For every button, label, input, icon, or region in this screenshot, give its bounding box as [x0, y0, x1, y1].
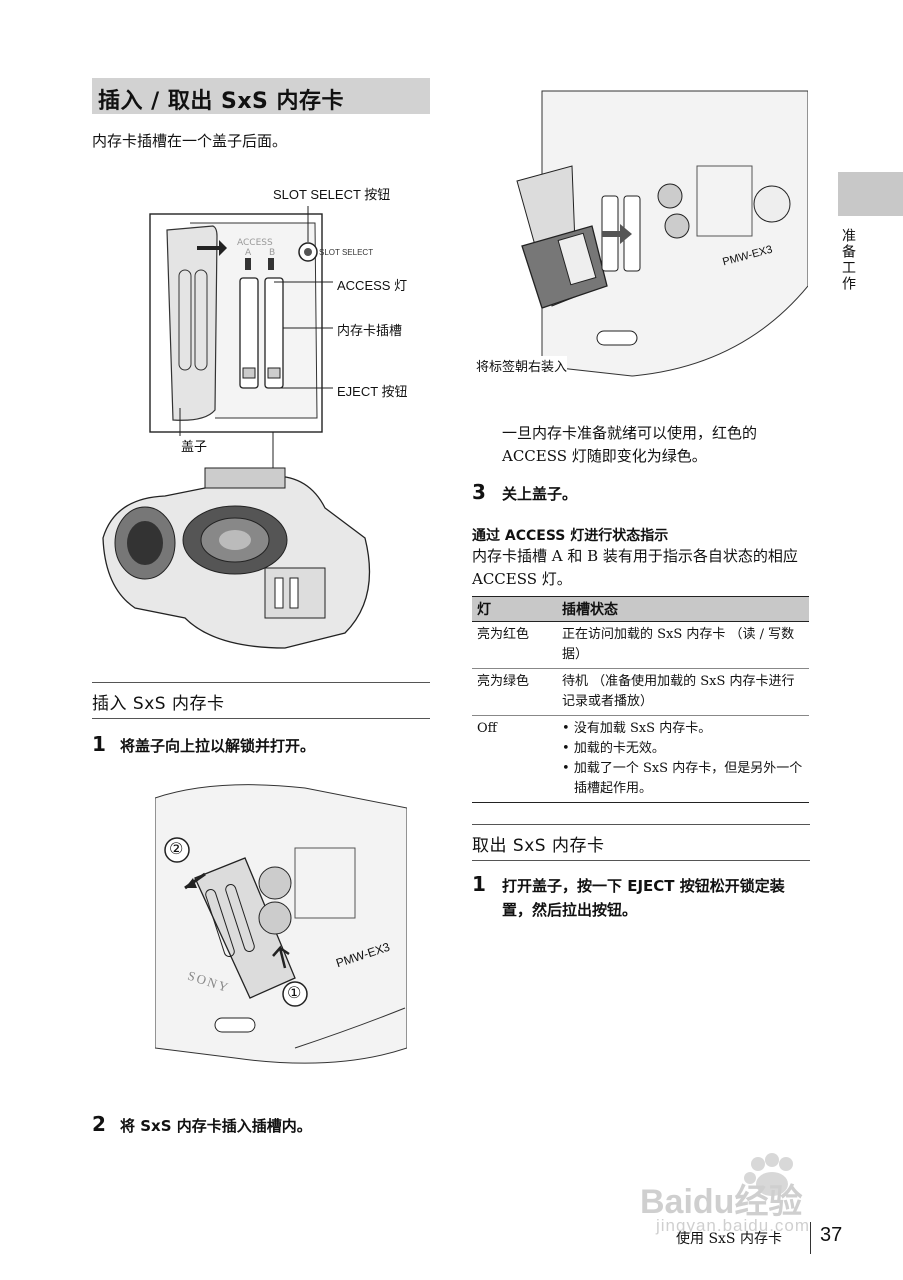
table-row: 亮为红色 正在访问加载的 SxS 内存卡 （读 / 写数据） — [472, 621, 809, 669]
slot-select-callout: SLOT SELECT 按钮 — [273, 187, 391, 202]
step3-text: 关上盖子。 — [502, 485, 578, 503]
open-cover-figure: ② ① PMW-EX3 SONY — [154, 778, 408, 1072]
table-header-row: 灯 插槽状态 — [472, 596, 809, 622]
step3-number: 3 — [472, 480, 486, 504]
step1-number: 1 — [92, 732, 106, 756]
panel-slot-b-label: B — [269, 248, 276, 258]
intro-text: 内存卡插槽在一个盖子后面。 — [92, 132, 288, 150]
status-intro: 内存卡插槽 A 和 B 装有用于指示各自状态的相应 ACCESS 灯。 — [472, 547, 798, 588]
eject-step1-text: 打开盖子，按一下 EJECT 按钮松开锁定装置，然后拉出按钮。 — [502, 877, 785, 919]
eject-step1-number: 1 — [472, 872, 486, 896]
list-item: 加载的卡无效。 — [562, 739, 804, 759]
state-bullet-list: 没有加载 SxS 内存卡。 加载的卡无效。 加载了一个 SxS 内存卡，但是另外… — [562, 719, 804, 799]
table-row: 亮为绿色 待机 （准备使用加载的 SxS 内存卡进行记录或者播放） — [472, 668, 809, 716]
page-number: 37 — [820, 1224, 843, 1246]
step-marker-2: ② — [169, 839, 184, 858]
insert-card-heading: 插入 SxS 内存卡 — [92, 682, 430, 719]
table-cell-state: 待机 （准备使用加载的 SxS 内存卡进行记录或者播放） — [557, 668, 809, 716]
panel-slot-a-label: A — [245, 248, 252, 258]
card-slot-callout: 内存卡插槽 — [337, 323, 403, 338]
panel-access-label: ACCESS — [237, 238, 273, 248]
step-marker-1: ① — [287, 983, 302, 1002]
table-row: Off 没有加载 SxS 内存卡。 加载的卡无效。 加载了一个 SxS 内存卡，… — [472, 715, 809, 803]
eject-button-callout: EJECT 按钮 — [337, 384, 408, 399]
insert-card-figure: PMW-EX3 将标签朝右装入 — [472, 86, 809, 386]
list-item: 加载了一个 SxS 内存卡，但是另外一个插槽起作用。 — [562, 759, 804, 799]
list-item: 没有加载 SxS 内存卡。 — [562, 719, 804, 739]
cover-callout: 盖子 — [181, 439, 208, 454]
slot-diagram-illustration — [102, 206, 371, 649]
table-cell-light: Off — [472, 715, 557, 803]
watermark-brand: Baidu经验 — [640, 1183, 803, 1221]
step2-text: 将 SxS 内存卡插入插槽内。 — [120, 1117, 312, 1135]
footer-divider — [810, 1222, 811, 1254]
table-cell-light: 亮为绿色 — [472, 668, 557, 716]
watermark-url: jingyan.baidu.com — [656, 1216, 811, 1235]
baidu-watermark: Baidu经验 jingyan.baidu.com — [640, 1150, 870, 1240]
insert-card-illustration — [516, 90, 809, 377]
chapter-tab — [838, 172, 903, 216]
chapter-label: 准备工作 — [840, 228, 856, 292]
eject-card-heading: 取出 SxS 内存卡 — [472, 824, 810, 861]
table-cell-state: 没有加载 SxS 内存卡。 加载的卡无效。 加载了一个 SxS 内存卡，但是另外… — [557, 715, 809, 803]
panel-slot-select-label: SLOT SELECT — [319, 248, 374, 257]
col-light-header: 灯 — [472, 596, 557, 622]
slot-diagram-figure: ACCESS A B SLOT SELECT SLOT SELECT 按钮 AC… — [95, 178, 435, 658]
open-cover-illustration — [154, 784, 408, 1064]
status-table: 灯 插槽状态 亮为红色 正在访问加载的 SxS 内存卡 （读 / 写数据） 亮为… — [472, 596, 809, 803]
col-state-header: 插槽状态 — [557, 596, 809, 622]
section-title: 插入 / 取出 SxS 内存卡 — [92, 78, 430, 114]
ready-text: 一旦内存卡准备就绪可以使用，红色的 ACCESS 灯随即变化为绿色。 — [502, 424, 758, 465]
paw-logo-icon — [744, 1153, 793, 1196]
step1-text: 将盖子向上拉以解锁并打开。 — [120, 737, 316, 755]
insert-figure-caption: 将标签朝右装入 — [476, 356, 568, 375]
access-light-callout: ACCESS 灯 — [337, 278, 408, 293]
table-cell-light: 亮为红色 — [472, 621, 557, 669]
status-heading: 通过 ACCESS 灯进行状态指示 — [472, 528, 669, 544]
status-table-container: 灯 插槽状态 亮为红色 正在访问加载的 SxS 内存卡 （读 / 写数据） 亮为… — [472, 596, 809, 803]
footer-section-name: 使用 SxS 内存卡 — [676, 1231, 782, 1247]
step2-number: 2 — [92, 1112, 106, 1136]
table-cell-state: 正在访问加载的 SxS 内存卡 （读 / 写数据） — [557, 621, 809, 669]
